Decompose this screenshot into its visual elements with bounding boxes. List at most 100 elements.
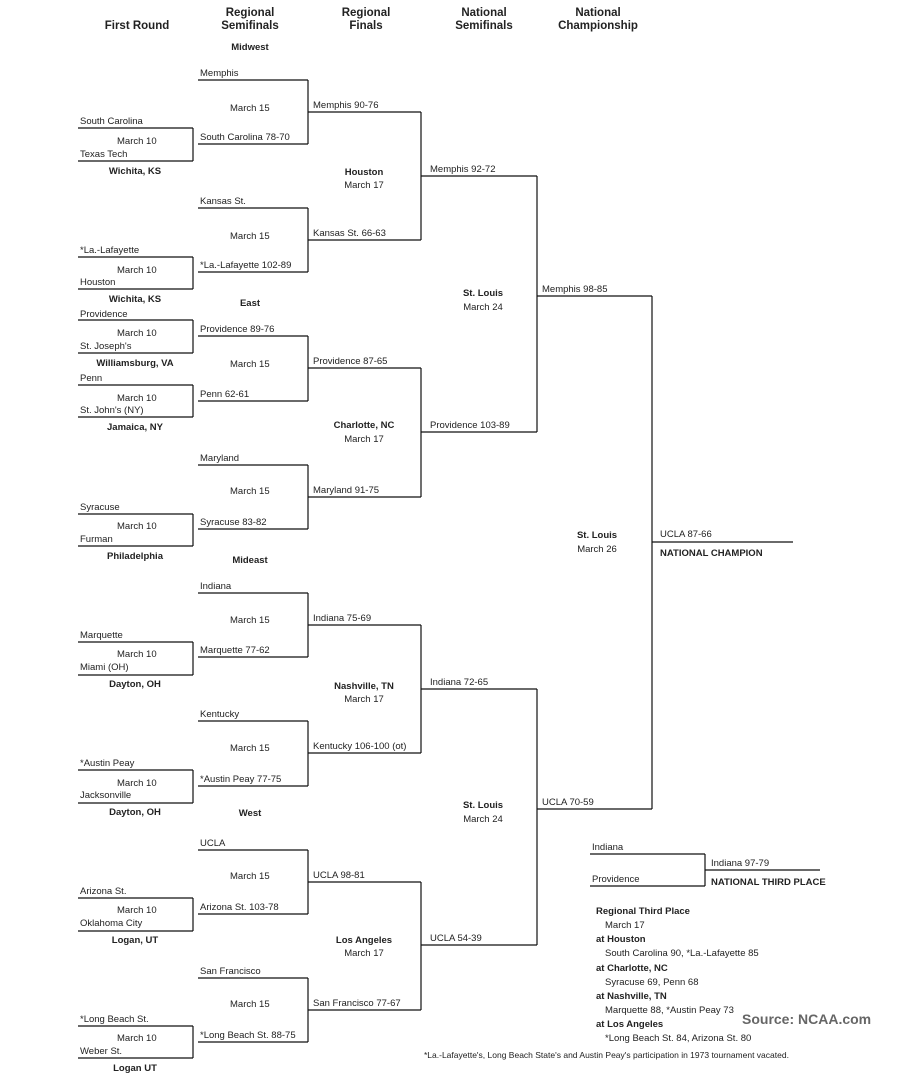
- first-round-team: Furman: [80, 534, 113, 545]
- first-round-team: Syracuse: [80, 502, 120, 513]
- first-round-team: *Long Beach St.: [80, 1014, 149, 1025]
- national-semifinal-team: UCLA 54-39: [430, 933, 482, 944]
- championship-team: Memphis 98-85: [542, 284, 608, 295]
- regional-final-team: Kansas St. 66-63: [313, 228, 386, 239]
- region-label-east: East: [239, 298, 261, 309]
- national-semifinal-team: Indiana 72-65: [430, 677, 489, 688]
- regional-semifinal-team: Maryland: [200, 453, 240, 464]
- first-round-site: Philadelphia: [107, 551, 163, 562]
- regional-final-site: Charlotte, NC: [333, 420, 395, 431]
- national-semifinal-date: March 24: [463, 302, 503, 313]
- championship-date: March 26: [577, 544, 617, 555]
- regional-semifinal-team: Indiana: [200, 581, 232, 592]
- regional-third-place-result: South Carolina 90, *La.-Lafayette 85: [605, 948, 759, 959]
- first-round-team: Penn: [80, 373, 103, 384]
- national-semifinal-brackets: [421, 175, 538, 946]
- first-round-site: Williamsburg, VA: [96, 358, 174, 369]
- regional-final-site: Houston: [344, 167, 384, 178]
- regional-semifinal-team: Memphis: [200, 68, 239, 79]
- regional-final-date: March 17: [344, 434, 384, 445]
- first-round-team: South Carolina: [80, 116, 143, 127]
- header-regional-semifinals: Regional Semifinals: [221, 7, 279, 32]
- footnote: *La.-Lafayette's, Long Beach State's and…: [424, 1050, 789, 1060]
- region-label-mideast: Mideast: [232, 555, 268, 566]
- first-round-brackets: [78, 127, 194, 1059]
- championship-result: UCLA 87-66: [660, 529, 712, 540]
- first-round-site: Wichita, KS: [108, 166, 162, 177]
- regional-semifinal-date: March 15: [230, 871, 270, 882]
- regional-semifinal-team: Penn 62-61: [200, 389, 250, 400]
- regional-semifinal-date: March 15: [230, 743, 270, 754]
- regional-semifinal-team: Kentucky: [200, 709, 240, 720]
- first-round-date: March 10: [117, 1033, 157, 1044]
- regional-semifinal-date: March 15: [230, 615, 270, 626]
- regional-final-site: Nashville, TN: [334, 681, 394, 692]
- regional-semifinal-team: South Carolina 78-70: [200, 132, 290, 143]
- first-round-team: *La.-Lafayette: [80, 245, 140, 256]
- championship-bracket: [537, 295, 793, 810]
- first-round-date: March 10: [117, 521, 157, 532]
- regional-final-team: Providence 87-65: [313, 356, 388, 367]
- regional-final-date: March 17: [344, 180, 384, 191]
- region-label-midwest: Midwest: [231, 42, 269, 53]
- regional-semifinal-team: San Francisco: [200, 966, 261, 977]
- regional-final-team: Memphis 90-76: [313, 100, 379, 111]
- regional-third-place-site: at Los Angeles: [596, 1019, 664, 1030]
- first-round-date: March 10: [117, 393, 157, 404]
- first-round-site: Logan, UT: [111, 935, 159, 946]
- regional-final-team: Indiana 75-69: [313, 613, 372, 624]
- first-round-team: Arizona St.: [80, 886, 127, 897]
- regional-semifinal-team: Providence 89-76: [200, 324, 275, 335]
- regional-third-place-result: Syracuse 69, Penn 68: [605, 977, 699, 988]
- regional-third-place-result: *Long Beach St. 84, Arizona St. 80: [605, 1033, 752, 1044]
- regional-final-team: San Francisco 77-67: [313, 998, 401, 1009]
- first-round-site: Wichita, KS: [108, 294, 162, 305]
- first-round-team: Texas Tech: [80, 149, 128, 160]
- regional-final-date: March 17: [344, 694, 384, 705]
- source-credit: Source: NCAA.com: [742, 1011, 872, 1027]
- first-round-site: Dayton, OH: [109, 807, 161, 818]
- regional-semifinal-team: Kansas St.: [200, 196, 246, 207]
- first-round-team: Weber St.: [80, 1046, 123, 1057]
- regional-third-place-site: at Houston: [596, 934, 646, 945]
- first-round-team: St. John's (NY): [80, 405, 144, 416]
- national-champion-label: NATIONAL CHAMPION: [660, 548, 763, 559]
- first-round-team: *Austin Peay: [80, 758, 135, 769]
- first-round-date: March 10: [117, 265, 157, 276]
- first-round-date: March 10: [117, 778, 157, 789]
- regional-semifinal-team: Arizona St. 103-78: [200, 902, 279, 913]
- first-round-site: Dayton, OH: [109, 679, 161, 690]
- first-round-site: Logan UT: [113, 1063, 157, 1074]
- regional-final-site: Los Angeles: [335, 935, 393, 946]
- header-national-championship: National Championship: [558, 7, 638, 32]
- national-semifinal-date: March 24: [463, 814, 503, 825]
- first-round-team: St. Joseph's: [80, 341, 132, 352]
- regional-semifinal-date: March 15: [230, 231, 270, 242]
- national-semifinal-team: Memphis 92-72: [430, 164, 496, 175]
- regional-third-place-site: at Nashville, TN: [596, 991, 667, 1002]
- third-place-team: Providence: [592, 874, 640, 885]
- national-semifinal-site: St. Louis: [462, 800, 504, 811]
- regional-final-team: UCLA 98-81: [313, 870, 365, 881]
- first-round-date: March 10: [117, 136, 157, 147]
- first-round-team: Miami (OH): [80, 662, 129, 673]
- regional-final-date: March 17: [344, 948, 384, 959]
- first-round-date: March 10: [117, 649, 157, 660]
- regional-third-place-site: at Charlotte, NC: [596, 963, 668, 974]
- first-round-date: March 10: [117, 905, 157, 916]
- national-third-place-label: NATIONAL THIRD PLACE: [711, 877, 826, 888]
- third-place-bracket: [590, 853, 820, 887]
- header-regional-finals: Regional Finals: [341, 7, 391, 32]
- header-first-round: First Round: [104, 20, 170, 32]
- regional-final-team: Maryland 91-75: [313, 485, 380, 496]
- first-round-team: Oklahoma City: [80, 918, 143, 929]
- regional-third-place-result: Marquette 88, *Austin Peay 73: [605, 1005, 734, 1016]
- first-round-site: Jamaica, NY: [107, 422, 163, 433]
- regional-semifinal-team: Marquette 77-62: [200, 645, 270, 656]
- regional-semifinal-team: *Austin Peay 77-75: [200, 774, 282, 785]
- regional-semifinal-team: *Long Beach St. 88-75: [200, 1030, 296, 1041]
- regional-semifinal-team: Syracuse 83-82: [200, 517, 267, 528]
- first-round-team: Houston: [80, 277, 116, 288]
- regional-semifinal-team: *La.-Lafayette 102-89: [200, 260, 292, 271]
